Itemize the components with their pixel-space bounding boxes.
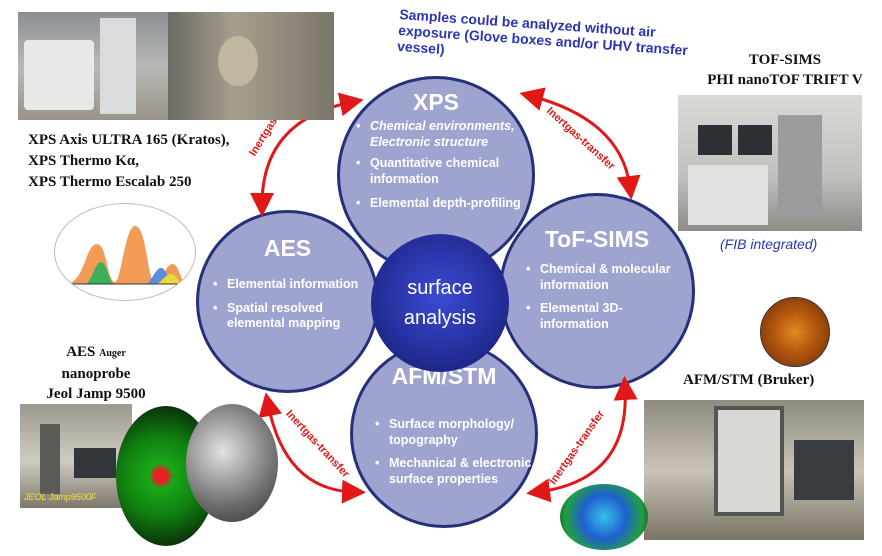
xps-instrument-line: XPS Thermo Escalab 250: [28, 174, 192, 190]
afm-3d-image: [560, 484, 648, 550]
aes-items: Elemental information Spatial resolved e…: [213, 277, 373, 340]
aes-instrument-small: Auger: [99, 348, 126, 359]
xps-node: XPS Chemical environments, Electronic st…: [337, 76, 535, 274]
xps-item: Chemical environments, Electronic struct…: [356, 119, 528, 150]
tof-instrument-line1: TOF-SIMS: [748, 52, 822, 68]
arrow-xps-tof: [519, 87, 641, 200]
xps-lab-photo: [18, 12, 334, 120]
fib-note: (FIB integrated): [720, 236, 818, 252]
aes-instrument-line3: Jeol Jamp 9500: [46, 386, 146, 402]
afm-item: Mechanical & electronic surface properti…: [375, 456, 535, 487]
aes-title: AES: [263, 235, 312, 261]
aes-instrument-line2: nanoprobe: [61, 366, 131, 382]
tof-instrument: TOF-SIMS PHI nanoTOF TRIFT V: [690, 50, 880, 90]
center-line1: surface: [407, 277, 473, 299]
aes-item: Spatial resolved elemental mapping: [213, 301, 373, 332]
xps-instrument-line: XPS Axis ULTRA 165 (Kratos),: [28, 132, 230, 148]
sem-image: [186, 404, 278, 522]
tof-instrument-photo: [678, 95, 862, 231]
center-node: surface analysis: [371, 234, 509, 372]
aes-instrument: AES Auger nanoprobe Jeol Jamp 9500: [26, 342, 166, 404]
tofsims-node: ToF-SIMS Chemical & molecular informatio…: [499, 193, 695, 389]
aes-instrument-photo: JEOL Jamp9500F: [20, 404, 132, 508]
aes-item: Elemental information: [213, 277, 373, 293]
jeol-caption: JEOL Jamp9500F: [24, 492, 97, 502]
afm-instrument: AFM/STM (Bruker): [683, 372, 815, 388]
xps-title: XPS: [412, 89, 460, 115]
xps-instrument-line: XPS Thermo Kα,: [28, 153, 140, 169]
arrow-tof-afm: [526, 376, 638, 503]
afm-items: Surface morphology/ topography Mechanica…: [375, 417, 535, 496]
tofsims-item: Elemental 3D-information: [526, 301, 686, 332]
arrow-aes-afm: [258, 392, 366, 504]
center-line2: analysis: [403, 307, 477, 329]
afm-item: Surface morphology/ topography: [375, 417, 535, 448]
afm-instrument-photo: [644, 400, 864, 540]
tofsims-title: ToF-SIMS: [544, 226, 650, 252]
tofsims-item: Chemical & molecular information: [526, 262, 686, 293]
aes-instrument-line1: AES: [66, 344, 96, 360]
xps-instruments: XPS Axis ULTRA 165 (Kratos), XPS Thermo …: [28, 130, 230, 193]
xps-spectrum-inset: [54, 203, 196, 301]
tofsims-items: Chemical & molecular information Element…: [526, 262, 686, 341]
tof-instrument-line2: PHI nanoTOF TRIFT V: [707, 72, 863, 88]
afm-tip-image: [760, 297, 830, 367]
